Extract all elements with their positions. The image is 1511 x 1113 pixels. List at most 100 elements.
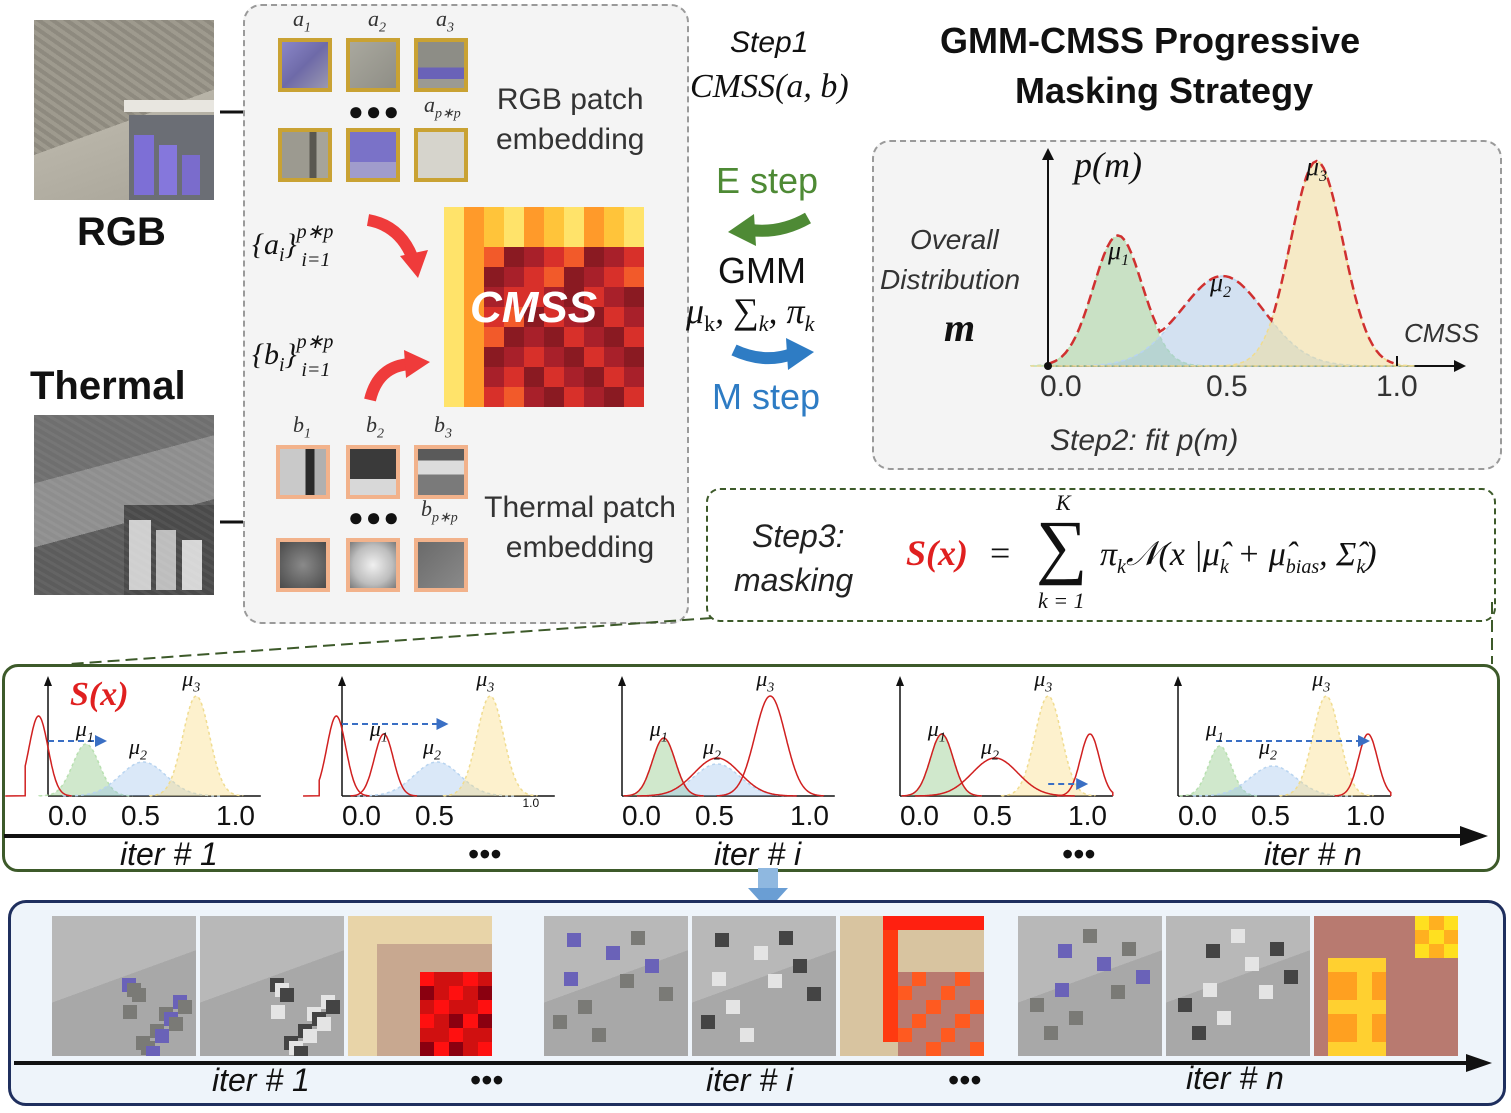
iter-sx-curve: [623, 737, 704, 797]
mask-cell: [405, 986, 420, 1000]
cmss-cell: [624, 287, 644, 307]
mask-cell: [434, 1042, 449, 1056]
visible-patch: [1203, 983, 1217, 997]
visible-patch: [659, 987, 673, 1001]
cmss-cell: [624, 327, 644, 347]
mask-cell: [391, 958, 406, 972]
cmss-cell: [464, 207, 484, 227]
mask-cell: [969, 916, 984, 930]
iter-shift-arrowhead: [436, 718, 449, 730]
visible-patch: [620, 974, 634, 988]
iter-mu1: μ1: [927, 716, 946, 746]
mask-cell: [911, 1014, 927, 1028]
mask-cell: [883, 958, 898, 972]
iter-sx-curve: [716, 695, 825, 797]
mask-cell: [868, 1028, 884, 1042]
cmss-cell: [504, 327, 524, 347]
cmss-cell: [604, 227, 624, 247]
mask-cell: [434, 1028, 449, 1042]
mask-cell: [1429, 1000, 1444, 1014]
dist-tick-0: 0.0: [1040, 370, 1082, 403]
cmss-cell: [544, 267, 564, 287]
mask-cell: [376, 972, 392, 986]
mask-cell: [463, 958, 478, 972]
rgb-patch-a4: [278, 128, 332, 182]
mask-cell: [376, 1042, 392, 1056]
iter-tick-05: 0.5: [973, 800, 1012, 831]
mask-cell: [1314, 1042, 1329, 1056]
mask-cell: [448, 944, 464, 958]
mask-cell: [376, 1000, 392, 1014]
visible-patch: [1136, 970, 1150, 984]
mask-cell: [926, 1000, 941, 1014]
mask-cell: [926, 972, 941, 986]
iter-small-tick: 1.0: [522, 796, 540, 810]
iter-y-arrowhead: [44, 676, 52, 686]
formula-lhs: S(x): [906, 533, 968, 573]
mask-cell: [969, 1042, 984, 1056]
mask-cell: [1314, 916, 1329, 930]
mask-cell: [1371, 1042, 1386, 1056]
mask-cell: [883, 1000, 898, 1014]
mask-cell: [911, 916, 927, 930]
visible-patch: [567, 933, 581, 947]
mask-cell: [969, 1000, 984, 1014]
iter-y-arrowhead: [1174, 676, 1182, 686]
mask-cell: [868, 930, 884, 944]
cmss-cell: [464, 307, 484, 327]
mask-cell: [434, 1000, 449, 1014]
mask-cell: [940, 1014, 956, 1028]
dist-y-arrowhead: [1042, 148, 1054, 160]
mask-cell: [1443, 1014, 1458, 1028]
set-b-arrow: [364, 350, 430, 402]
cmss-cell: [564, 367, 584, 387]
mask-cell: [911, 930, 927, 944]
rgb-patch-a2: [346, 38, 400, 92]
mask-cell: [1357, 958, 1372, 972]
mask-cell: [463, 1042, 478, 1056]
iter-tick-1: 1.0: [1346, 800, 1385, 831]
iter-sx-curve: [303, 715, 370, 797]
cmss-cell: [544, 307, 564, 327]
iter-y-arrowhead: [896, 676, 904, 686]
mask-cell: [1414, 1042, 1430, 1056]
iter-sx-curve: [1056, 733, 1114, 797]
mask-cell: [1342, 1028, 1358, 1042]
patch-label-b1: b1: [293, 412, 311, 442]
mask-cell: [854, 916, 869, 930]
rgb-embed-line2: embedding: [496, 123, 645, 156]
visible-patch: [1217, 1011, 1231, 1025]
cmss-cell: [444, 227, 464, 247]
mask-cell: [1314, 944, 1329, 958]
mask-cell: [955, 1042, 970, 1056]
mask-cell: [1342, 1042, 1358, 1056]
mask-cell: [477, 916, 492, 930]
mask-cell: [940, 1028, 956, 1042]
cmss-cell: [464, 267, 484, 287]
cmss-cell: [504, 247, 524, 267]
cmss-cell: [604, 207, 624, 227]
visible-patch: [1030, 998, 1044, 1012]
mask-cell: [940, 916, 956, 930]
mask-cell: [1357, 1000, 1372, 1014]
mask-cell: [463, 972, 478, 986]
formula-eq: =: [990, 533, 1011, 573]
bottom-label-i: iter # i: [706, 1062, 794, 1098]
iter-mu2: μ2: [703, 734, 722, 764]
mask-cell: [362, 1028, 377, 1042]
mask-cell: [840, 1000, 855, 1014]
dist-tick-05: 0.5: [1206, 370, 1248, 403]
cmss-cell: [504, 387, 524, 407]
bottom-label-n: iter # n: [1186, 1060, 1284, 1096]
mask-cell: [1400, 1014, 1415, 1028]
mask-cell: [1385, 1042, 1401, 1056]
visible-patch: [715, 933, 729, 947]
mask-cell: [897, 1042, 912, 1056]
cmss-cell: [584, 207, 604, 227]
mask-cell: [477, 1042, 492, 1056]
mask-cell: [477, 1028, 492, 1042]
mask-cell: [405, 930, 420, 944]
cmss-cell: [504, 287, 524, 307]
mask-cell: [419, 986, 435, 1000]
step3-panel: [706, 488, 1496, 622]
